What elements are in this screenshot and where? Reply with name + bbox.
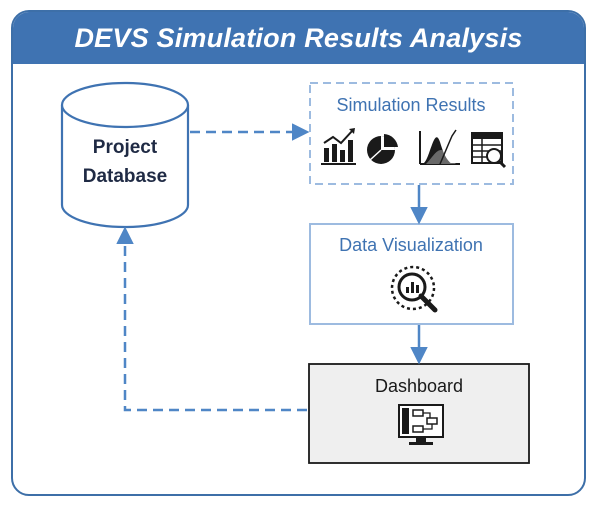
table-analysis-icon: [471, 132, 507, 169]
dashboard-node: Dashboard: [308, 363, 530, 464]
project-database-label-line2: Database: [83, 166, 168, 187]
dashboard-label: Dashboard: [375, 376, 463, 396]
area-chart-icon: [419, 129, 460, 165]
title-banner: DEVS Simulation Results Analysis: [13, 12, 584, 64]
data-visualization-label: Data Visualization: [339, 235, 483, 255]
data-visualization-node: Data Visualization: [309, 223, 514, 325]
diagram-title: DEVS Simulation Results Analysis: [74, 22, 523, 53]
simulation-results-label: Simulation Results: [336, 95, 485, 115]
pie-chart-icon: [367, 134, 398, 164]
edge-dashboard-to-database: [116, 226, 307, 412]
bar-chart-icon: [321, 128, 356, 165]
simulation-results-node: Simulation Results: [309, 82, 514, 185]
project-database-label-line1: Project: [93, 137, 158, 158]
magnifier-chart-icon: [390, 265, 438, 313]
project-database-node: Project Database: [60, 81, 190, 229]
monitor-flowchart-icon: [398, 404, 444, 445]
